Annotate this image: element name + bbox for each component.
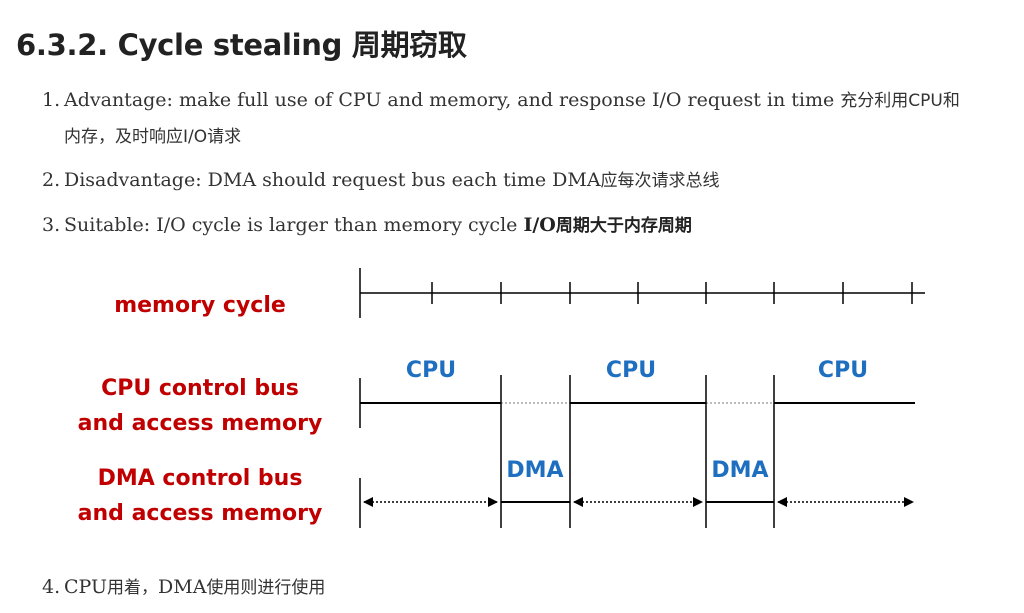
list-item: 1.Advantage: make full use of CPU and me… — [42, 82, 1022, 119]
list-text-cn: 使用则进行使用 — [206, 578, 326, 598]
dma-segment-label: DMA — [711, 458, 768, 483]
list-item: 3.Suitable: I/O cycle is larger than mem… — [42, 207, 692, 244]
list-text-bold-cn: 周期大于内存周期 — [555, 216, 692, 236]
page-title: 6.3.2. Cycle stealing 周期窃取 — [16, 28, 467, 62]
list-number: 1. — [42, 89, 61, 111]
dma-segment-label: DMA — [506, 458, 563, 483]
list-number: 4. — [42, 576, 61, 598]
cpu-segment-label: CPU — [818, 358, 868, 383]
cpu-segment-label: CPU — [406, 358, 456, 383]
list-text: Suitable: I/O cycle is larger than memor… — [64, 214, 524, 236]
list-item: 4.CPU用着，DMA使用则进行使用 — [42, 569, 325, 606]
label-cpu-control-line1: CPU control bus — [101, 376, 299, 401]
list-text-cn: 应每次请求总线 — [600, 171, 720, 191]
list-text: CPU — [64, 576, 108, 598]
cycle-stealing-diagram: memory cycle CPU control bus and access … — [78, 268, 925, 528]
label-dma-control-line1: DMA control bus — [98, 466, 303, 491]
list-text: Disadvantage: DMA should request bus eac… — [64, 169, 601, 191]
list-text: Advantage: make full use of CPU and memo… — [64, 89, 841, 111]
list-text-cn: 充分利用CPU和 — [840, 91, 960, 111]
label-dma-control-line2: and access memory — [78, 501, 323, 526]
list-text-bold: I/O — [523, 214, 556, 236]
cpu-segment-label: CPU — [606, 358, 656, 383]
list-item: 2.Disadvantage: DMA should request bus e… — [42, 162, 720, 199]
list-text: DMA — [158, 576, 207, 598]
label-cpu-control-line2: and access memory — [78, 411, 323, 436]
list-number: 3. — [42, 214, 61, 236]
label-memory-cycle: memory cycle — [114, 293, 286, 318]
list-item-continuation: 内存，及时响应I/O请求 — [64, 127, 242, 147]
list-text-cn: 用着， — [107, 578, 159, 598]
list-number: 2. — [42, 169, 61, 191]
